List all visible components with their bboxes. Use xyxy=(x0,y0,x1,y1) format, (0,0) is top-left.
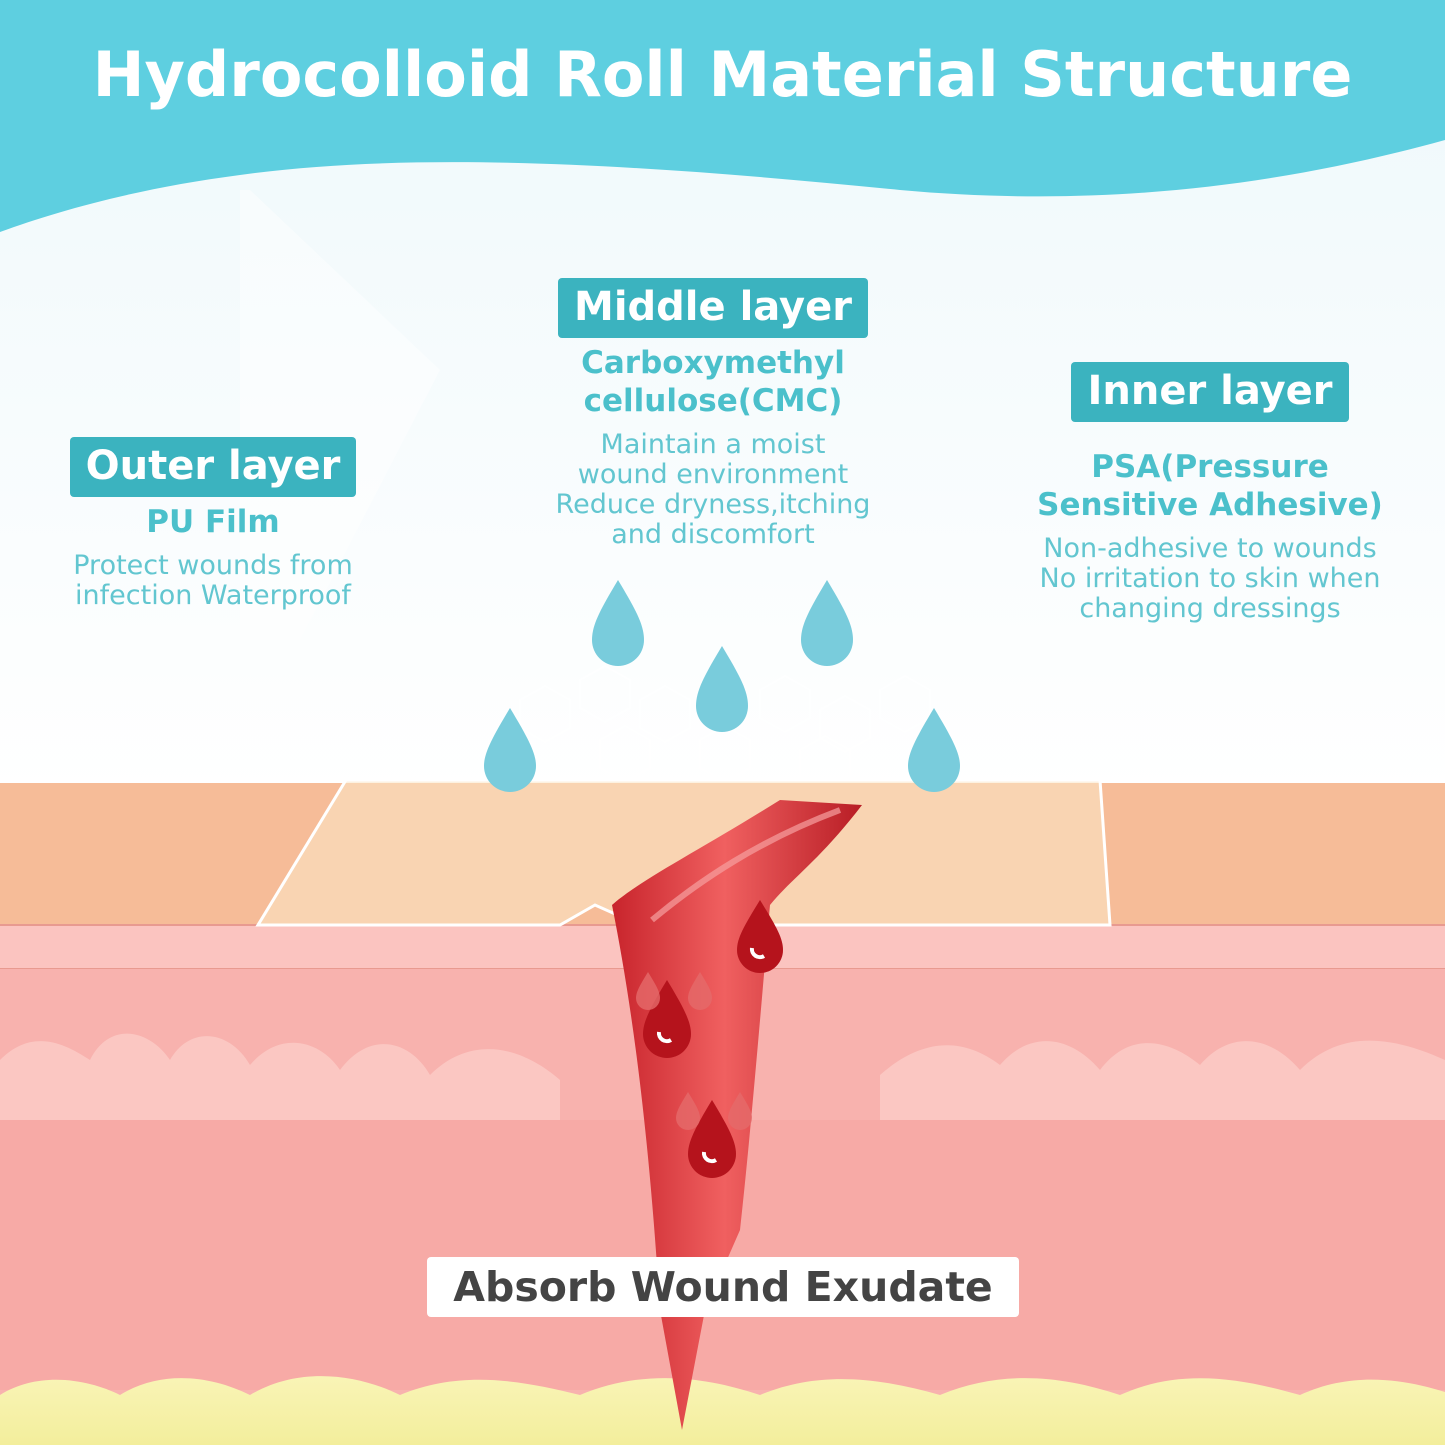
water-drop-icon xyxy=(484,580,960,792)
middle-layer-description: Maintain a moist wound environment Reduc… xyxy=(555,429,871,550)
papillary-layer xyxy=(0,1033,560,1120)
chevron-highlight xyxy=(240,190,440,640)
outer-layer-material: PU Film xyxy=(146,504,280,540)
blood-drop-icon xyxy=(636,900,783,1178)
inner-layer-description: Non-adhesive to wounds No irritation to … xyxy=(1039,533,1381,624)
absorb-exudate-label: Absorb Wound Exudate xyxy=(427,1257,1019,1317)
middle-layer-callout: Middle layer Carboxymethyl cellulose(CMC… xyxy=(522,278,904,550)
middle-layer-badge: Middle layer xyxy=(558,278,868,338)
outer-layer-description: Protect wounds from infection Waterproof xyxy=(73,550,353,611)
middle-layer-material: Carboxymethyl cellulose(CMC) xyxy=(581,345,845,419)
page-title: Hydrocolloid Roll Material Structure xyxy=(92,38,1353,111)
outer-layer-callout: Outer layer PU Film Protect wounds from … xyxy=(28,437,398,611)
inner-layer-material: PSA(Pressure Sensitive Adhesive) xyxy=(1037,449,1383,523)
outer-layer-badge: Outer layer xyxy=(69,437,357,497)
fat-layer xyxy=(0,1376,1445,1445)
header-banner xyxy=(0,0,1445,232)
inner-layer-badge: Inner layer xyxy=(1071,362,1349,422)
inner-layer-callout: Inner layer PSA(Pressure Sensitive Adhes… xyxy=(1005,362,1415,624)
